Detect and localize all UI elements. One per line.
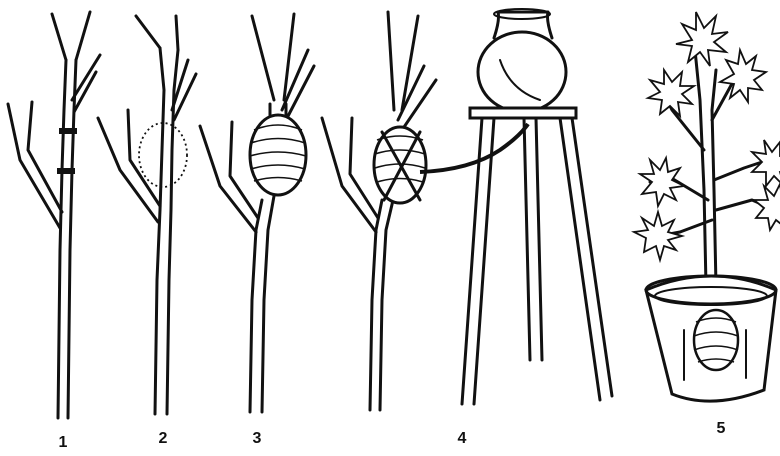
step-label-1: 1	[59, 434, 68, 451]
water-wick	[420, 124, 528, 172]
step-2-branch	[98, 16, 196, 414]
water-pot	[478, 32, 566, 112]
step-label-2: 2	[159, 430, 168, 447]
step-3-branch	[200, 14, 314, 412]
moss-wrap	[250, 115, 306, 195]
step-1-branch	[8, 12, 100, 418]
stand-top	[470, 108, 576, 118]
step-label-5: 5	[717, 420, 726, 437]
step-5-potted-plant	[634, 12, 780, 401]
step-label-3: 3	[253, 430, 262, 447]
water-pot-stand	[462, 9, 612, 404]
ring-cut-lower	[57, 168, 75, 174]
step-label-4: 4	[458, 430, 467, 447]
ring-cut-upper	[59, 128, 77, 134]
